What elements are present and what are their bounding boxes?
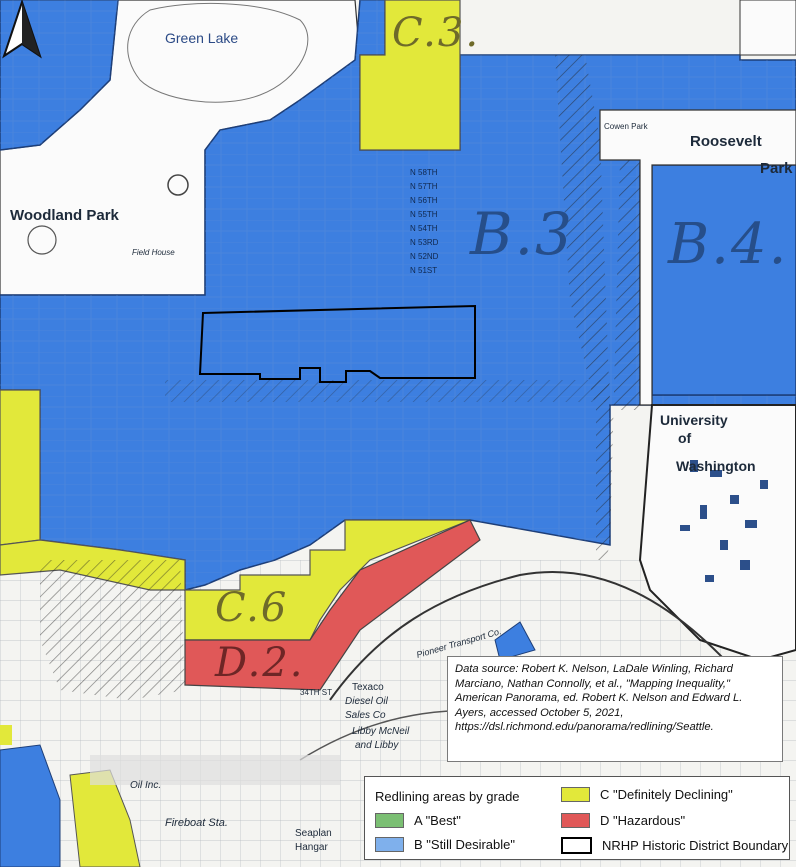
legend-swatch-c <box>561 787 590 802</box>
label-hangar: Hangar <box>295 842 328 853</box>
street-label: N 54TH <box>410 224 438 233</box>
label-34th-st: 34TH ST <box>300 688 333 697</box>
legend-swatch-a <box>375 813 404 828</box>
north-arrow-icon <box>2 0 42 59</box>
legend-item-d: D "Hazardous" <box>561 813 685 828</box>
street-label: N 58TH <box>410 168 438 177</box>
legend-label-b: B "Still Desirable" <box>414 837 515 852</box>
legend-item-c: C "Definitely Declining" <box>561 787 733 802</box>
grade-b-fragment <box>494 621 536 661</box>
label-and-libby: and Libby <box>355 740 399 751</box>
label-cowen-park: Cowen Park <box>604 122 648 131</box>
shoreline <box>329 571 761 701</box>
label-texaco: Texaco <box>352 682 384 693</box>
grade-c-sliver <box>0 725 12 745</box>
street-label: N 51ST <box>410 266 438 275</box>
legend-item-b: B "Still Desirable" <box>375 837 515 852</box>
legend-swatch-b <box>375 837 404 852</box>
label-diesel-oil: Diesel Oil <box>345 696 388 707</box>
campus-buildings <box>680 460 768 582</box>
label-libby: Libby McNeil <box>352 726 410 737</box>
grade-label-b3: B.3 <box>470 200 574 268</box>
park-loop <box>27 225 57 255</box>
street-label: N 53RD <box>410 238 439 247</box>
label-university: University <box>660 412 728 428</box>
grade-b4-area <box>651 164 796 396</box>
grade-label-b4: B.4. <box>668 212 789 277</box>
grade-label-d2: D.2. <box>215 640 305 686</box>
park-loop <box>167 174 189 196</box>
grade-label-c3: C.3. <box>392 10 481 56</box>
legend-swatch-nrhp <box>561 837 592 854</box>
grade-c-left-area <box>0 389 41 546</box>
label-washington: Washington <box>676 458 756 474</box>
grade-b-bottom-area <box>0 744 61 867</box>
top-right-block <box>739 0 796 56</box>
hatched-district <box>40 560 185 700</box>
street-label: N 55TH <box>410 210 438 219</box>
hatched-corridor <box>555 55 640 560</box>
grade-label-c6: C.6 <box>215 585 289 631</box>
label-seaplane: Seaplan <box>295 828 332 839</box>
street-label: N 52ND <box>410 252 439 261</box>
legend-item-nrhp: NRHP Historic District Boundary <box>561 837 788 854</box>
faded-band <box>90 755 340 785</box>
legend-item-a: A "Best" <box>375 813 461 828</box>
street-label: N 56TH <box>410 196 438 205</box>
label-roosevelt-park: Park <box>760 160 793 177</box>
label-fireboat: Fireboat Sta. <box>165 817 228 829</box>
legend-title: Redlining areas by grade <box>375 789 520 804</box>
grade-d2-area <box>184 519 481 691</box>
legend-label-nrhp: NRHP Historic District Boundary <box>602 838 789 853</box>
legend-label-d: D "Hazardous" <box>600 813 686 828</box>
street-label: N 57TH <box>410 182 438 191</box>
label-oil-inc: Oil Inc. <box>130 780 162 791</box>
label-university-of: of <box>678 430 692 446</box>
label-woodland-park: Woodland Park <box>10 207 119 224</box>
grade-c3-area <box>359 0 461 151</box>
label-green-lake: Green Lake <box>165 30 239 46</box>
green-lake-shore <box>127 2 309 103</box>
legend-swatch-d <box>561 813 590 828</box>
nrhp-boundary <box>198 304 476 383</box>
label-roosevelt: Roosevelt <box>690 133 762 150</box>
label-sales-co: Sales Co <box>345 710 386 721</box>
source-citation: Data source: Robert K. Nelson, LaDale Wi… <box>447 656 783 762</box>
map-legend: Redlining areas by grade C "Definitely D… <box>364 776 790 860</box>
university-area <box>638 404 796 662</box>
legend-label-a: A "Best" <box>414 813 461 828</box>
label-field-house: Field House <box>132 248 175 257</box>
hatched-road <box>165 380 610 402</box>
legend-label-c: C "Definitely Declining" <box>600 787 733 802</box>
